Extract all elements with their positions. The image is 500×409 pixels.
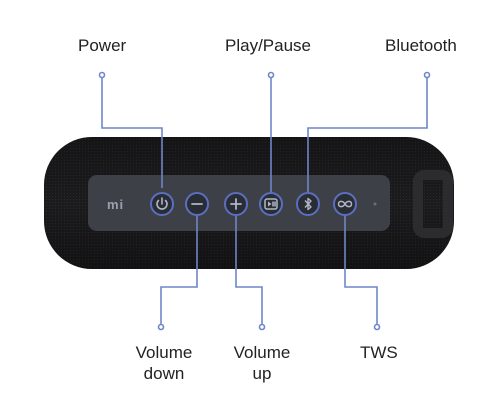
label-tws: TWS: [360, 343, 398, 362]
callout-dots: [98, 71, 431, 331]
callout-lines: [101, 75, 428, 327]
volume-down-button: [185, 192, 209, 216]
volume-up-button: [224, 192, 248, 216]
play-pause-button: [259, 192, 283, 216]
label-bluetooth: Bluetooth: [385, 36, 457, 55]
power-icon: [156, 197, 168, 210]
tws-icon: [337, 200, 353, 208]
label-volume-up: Volume up: [222, 342, 302, 384]
callout-volume-up: [235, 216, 263, 327]
dot-bluetooth: [423, 71, 431, 79]
brand-logo: mi: [107, 197, 124, 212]
label-volume-down-line2: down: [143, 364, 185, 383]
callout-bluetooth: [307, 75, 428, 192]
dot-play-pause: [267, 71, 275, 79]
power-button: [150, 192, 174, 216]
tws-button: [333, 192, 357, 216]
label-volume-down: Volume down: [124, 342, 204, 384]
label-volume-up-line2: up: [252, 364, 272, 383]
label-play-pause: Play/Pause: [225, 36, 311, 55]
dot-tws: [373, 323, 381, 331]
play-pause-icon: [264, 198, 278, 210]
plus-icon: [230, 198, 242, 210]
callout-volume-down: [160, 216, 198, 327]
callout-power: [101, 75, 163, 188]
bluetooth-button: [296, 192, 320, 216]
callout-tws: [344, 216, 378, 327]
indicator-light: [373, 202, 377, 206]
label-power: Power: [78, 36, 127, 55]
dot-power: [98, 71, 106, 79]
label-volume-up-line1: Volume: [233, 343, 291, 362]
bluetooth-icon: [304, 197, 312, 211]
strap-loop: [413, 170, 453, 238]
label-volume-down-line1: Volume: [135, 343, 193, 362]
dot-volume-up: [258, 323, 266, 331]
dot-volume-down: [157, 323, 165, 331]
